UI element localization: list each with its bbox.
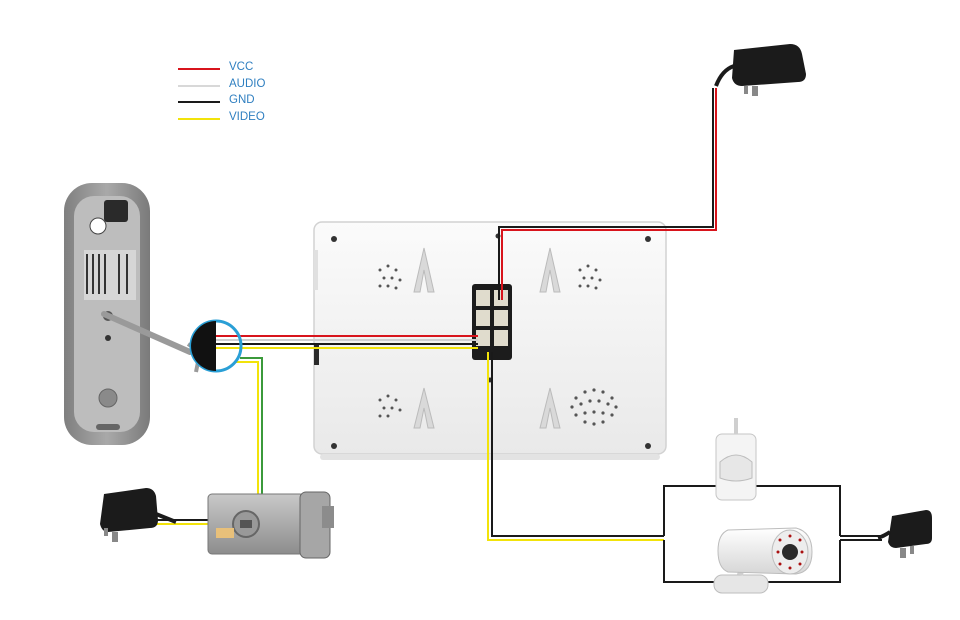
legend-label-video: VIDEO [229, 110, 265, 123]
power-adapter-icon [877, 510, 932, 558]
pir-sensor-icon [715, 418, 757, 501]
legend-label-gnd: GND [229, 94, 255, 106]
wire-legend: VCC AUDIO GND VIDEO [178, 60, 318, 126]
cable-junction-icon [191, 321, 216, 371]
speaker-grille-icon [578, 264, 602, 290]
speaker-grille-icon [570, 388, 618, 426]
legend-item-audio: AUDIO [178, 77, 318, 94]
legend-label-audio: AUDIO [229, 77, 266, 90]
power-adapter-icon [100, 488, 177, 542]
wire-adapter-to-monitor [498, 88, 717, 300]
bullet-camera-icon [713, 527, 813, 594]
legend-swatch-video [178, 117, 220, 120]
power-adapter-icon [714, 44, 806, 96]
speaker-grille-icon [378, 394, 402, 418]
legend-item-video: VIDEO [178, 110, 318, 127]
wire-bundle-doorbell-to-monitor [200, 335, 478, 349]
indoor-monitor-icon [313, 221, 667, 460]
electric-lock-icon [207, 491, 334, 559]
legend-swatch-gnd [178, 101, 220, 103]
legend-item-vcc: VCC [178, 60, 318, 77]
legend-swatch-audio [178, 84, 220, 87]
wire-doorbell-to-lock [236, 357, 263, 496]
terminal-block-icon [472, 284, 512, 360]
wire-adapter-to-lock [150, 519, 208, 525]
legend-label-vcc: VCC [229, 61, 254, 73]
outdoor-camera-doorbell-icon [64, 183, 203, 445]
legend-swatch-vcc [178, 68, 220, 70]
legend-item-gnd: GND [178, 93, 318, 110]
speaker-grille-icon [378, 264, 402, 290]
